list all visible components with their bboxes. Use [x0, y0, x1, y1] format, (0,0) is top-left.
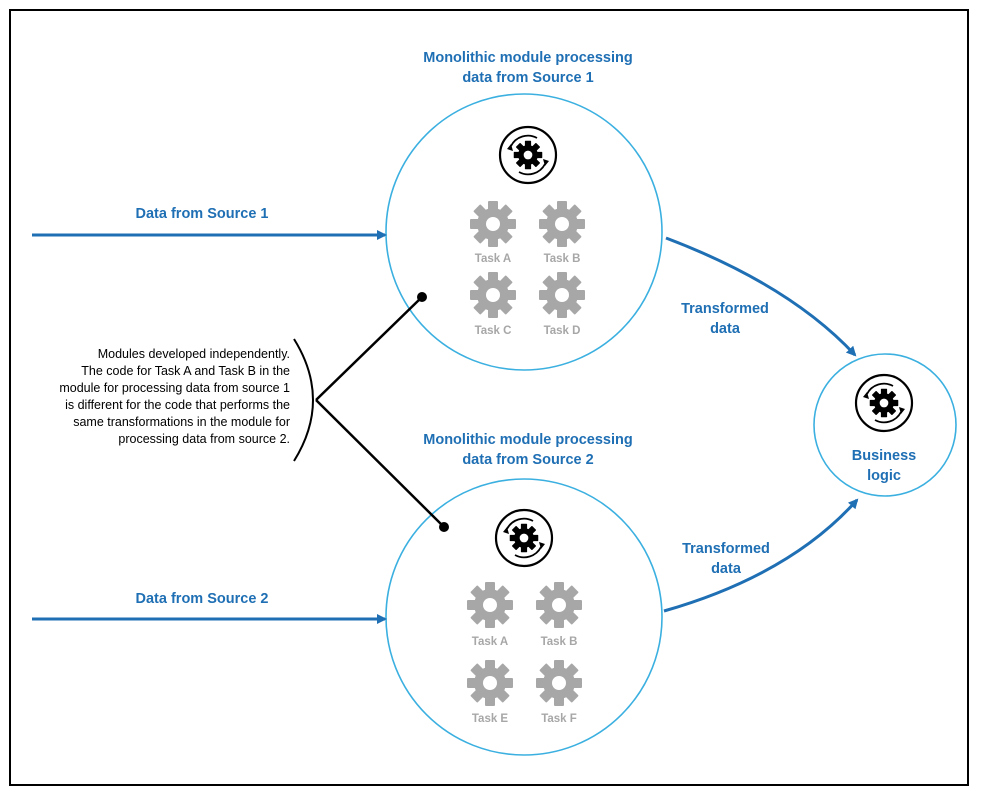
- connector-dot-2: [439, 522, 449, 532]
- task-label: Task C: [475, 325, 512, 337]
- gear-icon: [536, 660, 582, 706]
- task-label: Task B: [541, 636, 578, 648]
- module-1-title-line-1: Monolithic module processing: [423, 50, 632, 66]
- task-label: Task D: [544, 325, 581, 337]
- note-line-6: processing data from source 2.: [118, 432, 290, 446]
- task-label: Task A: [475, 253, 511, 265]
- process-gear-icon: [496, 510, 552, 566]
- output-arrow-2: [663, 498, 859, 613]
- task-label: Task A: [472, 636, 508, 648]
- note-connector-1: [315, 296, 423, 401]
- gear-icon: [539, 201, 585, 247]
- process-gear-icon: [856, 375, 912, 431]
- gear-icon: [536, 582, 582, 628]
- gear-icon: [539, 272, 585, 318]
- task-label: Task E: [472, 713, 509, 725]
- output-label-2-line-2: data: [711, 561, 742, 577]
- task-label: Task F: [541, 713, 577, 725]
- output-arrow-1: [665, 236, 857, 357]
- task-label: Task B: [544, 253, 581, 265]
- diagram-frame: [9, 9, 969, 786]
- note-connector-2: [315, 399, 445, 528]
- module-2-title-line-2: data from Source 2: [462, 452, 593, 468]
- module-1-title-line-2: data from Source 1: [462, 70, 593, 86]
- input-label-2: Data from Source 2: [136, 591, 269, 607]
- note-line-5: same transformations in the module for: [73, 415, 290, 429]
- business-logic-label-line-2: logic: [867, 468, 901, 484]
- input-label-1: Data from Source 1: [136, 206, 269, 222]
- output-label-1-line-2: data: [710, 321, 741, 337]
- connector-dot-1: [417, 292, 427, 302]
- gear-icon: [467, 582, 513, 628]
- process-gear-icon: [500, 127, 556, 183]
- gear-icon: [467, 660, 513, 706]
- output-label-1-line-1: Transformed: [681, 301, 769, 317]
- business-logic-label-line-1: Business: [852, 448, 916, 464]
- module-2-title-line-1: Monolithic module processing: [423, 432, 632, 448]
- gear-icon: [470, 272, 516, 318]
- note-line-3: module for processing data from source 1: [59, 381, 290, 395]
- gear-icon: [470, 201, 516, 247]
- note-line-4: is different for the code that performs …: [65, 398, 290, 412]
- note-line-2: The code for Task A and Task B in the: [81, 364, 290, 378]
- note-bracket: [293, 338, 314, 462]
- business-logic-circle: [813, 353, 957, 497]
- note-line-1: Modules developed independently.: [98, 347, 290, 361]
- output-label-2-line-1: Transformed: [682, 541, 770, 557]
